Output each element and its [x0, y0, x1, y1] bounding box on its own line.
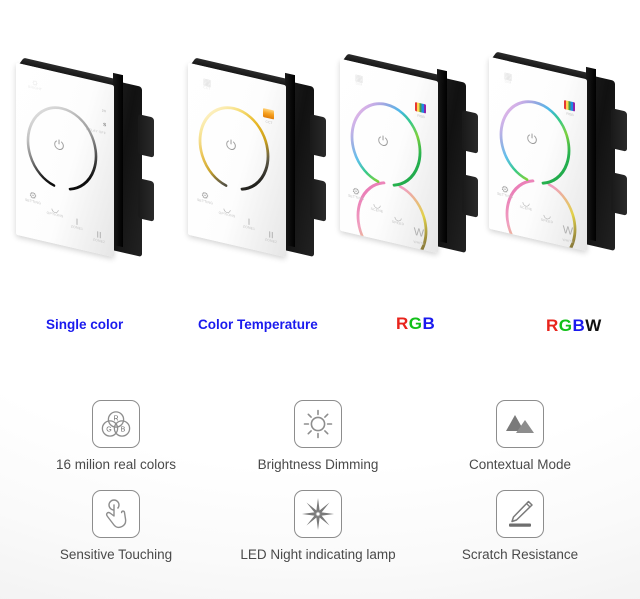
feature-label: LED Night indicating lamp	[240, 547, 396, 562]
sun-svg	[303, 409, 333, 439]
feature-label: Scratch Resistance	[461, 547, 579, 562]
caption-rgbw: RGBW	[546, 316, 602, 336]
scene-icon[interactable]: ◡ OPTIONS	[44, 201, 66, 220]
caption-rgbw-b: B	[572, 316, 586, 335]
sun-icon	[294, 400, 342, 448]
white-button[interactable]: W WHITE	[410, 221, 428, 247]
feature-sensitive-touching: Sensitive Touching	[16, 490, 216, 562]
touch-hand-svg	[105, 499, 127, 529]
product-panel-rgb[interactable]: ▦ DIM RGB	[338, 53, 466, 258]
panel-glass-face[interactable]: ▦ CCT CCT	[188, 62, 286, 258]
white-caption: WHITE	[413, 239, 425, 247]
caption-rgb-g: G	[408, 314, 423, 333]
product-panel-color-temperature[interactable]: ▦ CCT CCT	[186, 57, 314, 262]
settings-icon[interactable]: ⚙ SETTING	[194, 188, 216, 207]
settings-icon[interactable]: ⚙ SETTING	[494, 182, 516, 201]
panel-right-edge	[586, 66, 596, 242]
feature-scratch-resistance: Scratch Resistance	[420, 490, 620, 562]
zone-1-button[interactable]: I ZONE1	[238, 214, 260, 233]
caption-color-temperature: Color Temperature	[198, 317, 318, 332]
caption-rgb-b: B	[422, 314, 436, 333]
caption-rgb: RGB	[396, 314, 435, 334]
svg-text:G: G	[106, 427, 111, 434]
power-icon[interactable]: ⏻	[526, 130, 538, 148]
zone-2-button[interactable]: II ZONE2	[88, 227, 110, 246]
feature-label: 16 milion real colors	[55, 457, 177, 472]
mountains-icon	[496, 400, 544, 448]
white-button[interactable]: W WHITE	[559, 219, 577, 245]
svg-text:B: B	[121, 427, 126, 434]
feature-label: Brightness Dimming	[257, 457, 379, 472]
caption-rgbw-r: R	[546, 316, 559, 335]
speed-icon[interactable]: ◡ SPEED	[536, 208, 558, 227]
feature-label: Sensitive Touching	[59, 547, 173, 562]
white-caption: WHITE	[562, 237, 574, 245]
caption-single-color: Single color	[46, 317, 124, 332]
scene-icon[interactable]: ◡ SCENE	[515, 195, 537, 214]
caption-rgbw-w: W	[585, 316, 602, 335]
feature-brightness-dimming: Brightness Dimming	[218, 400, 418, 472]
panel-right-edge	[113, 72, 123, 248]
pen-scratch-icon	[496, 490, 544, 538]
feature-16-milion-real-colors: R G B 16 milion real colors	[16, 400, 216, 472]
product-panel-rgbw[interactable]: ▦ DIM RGB	[487, 51, 615, 256]
power-icon[interactable]: ⏻	[53, 136, 65, 154]
features-grid: R G B 16 milion real colors	[0, 392, 640, 592]
speed-icon[interactable]: ◡ SPEED	[387, 210, 409, 229]
brightness-icon[interactable]: ☼ BRIGHT	[24, 75, 46, 94]
svg-text:R: R	[113, 416, 118, 423]
caption-rgb-r: R	[396, 314, 409, 333]
starburst-icon	[294, 490, 342, 538]
panel-glass-face[interactable]: ▦ DIM RGB	[340, 58, 438, 254]
panel-right-edge	[285, 72, 295, 248]
feature-contextual-mode: Contextual Mode	[420, 400, 620, 472]
starburst-svg	[302, 498, 334, 530]
feature-led-night-indicating-lamp: LED Night indicating lamp	[218, 490, 418, 562]
caption-rgbw-g: G	[558, 316, 573, 335]
zone-2-button[interactable]: II ZONE2	[260, 227, 282, 246]
scene-icon[interactable]: ◡ SCENE	[366, 197, 388, 216]
settings-icon[interactable]: ⚙ SETTING	[345, 184, 367, 203]
settings-icon[interactable]: ⚙ SETTING	[22, 188, 44, 207]
brightness-bars-icon[interactable]: ▦ DIM	[497, 69, 519, 88]
scene-icon[interactable]: ◡ OPTIONS	[216, 201, 238, 220]
pen-scratch-svg	[509, 500, 533, 527]
white-glyph: W	[413, 225, 425, 241]
zone-1-button[interactable]: I ZONE1	[66, 214, 88, 233]
power-icon[interactable]: ⏻	[377, 132, 389, 150]
panel-right-edge	[437, 68, 447, 244]
panel-glass-face[interactable]: ▦ DIM RGB	[489, 56, 587, 252]
rgb-venn-icon: R G B	[92, 400, 140, 448]
brightness-bars-icon[interactable]: ▦ DIM	[348, 71, 370, 90]
touch-hand-icon	[92, 490, 140, 538]
feature-label: Contextual Mode	[468, 457, 572, 472]
rgb-venn-svg: R G B	[101, 411, 131, 437]
white-glyph: W	[562, 223, 574, 239]
power-icon[interactable]: ⏻	[225, 136, 237, 154]
brightness-bars-icon[interactable]: ▦ CCT	[196, 75, 218, 94]
mountains-svg	[506, 415, 534, 433]
